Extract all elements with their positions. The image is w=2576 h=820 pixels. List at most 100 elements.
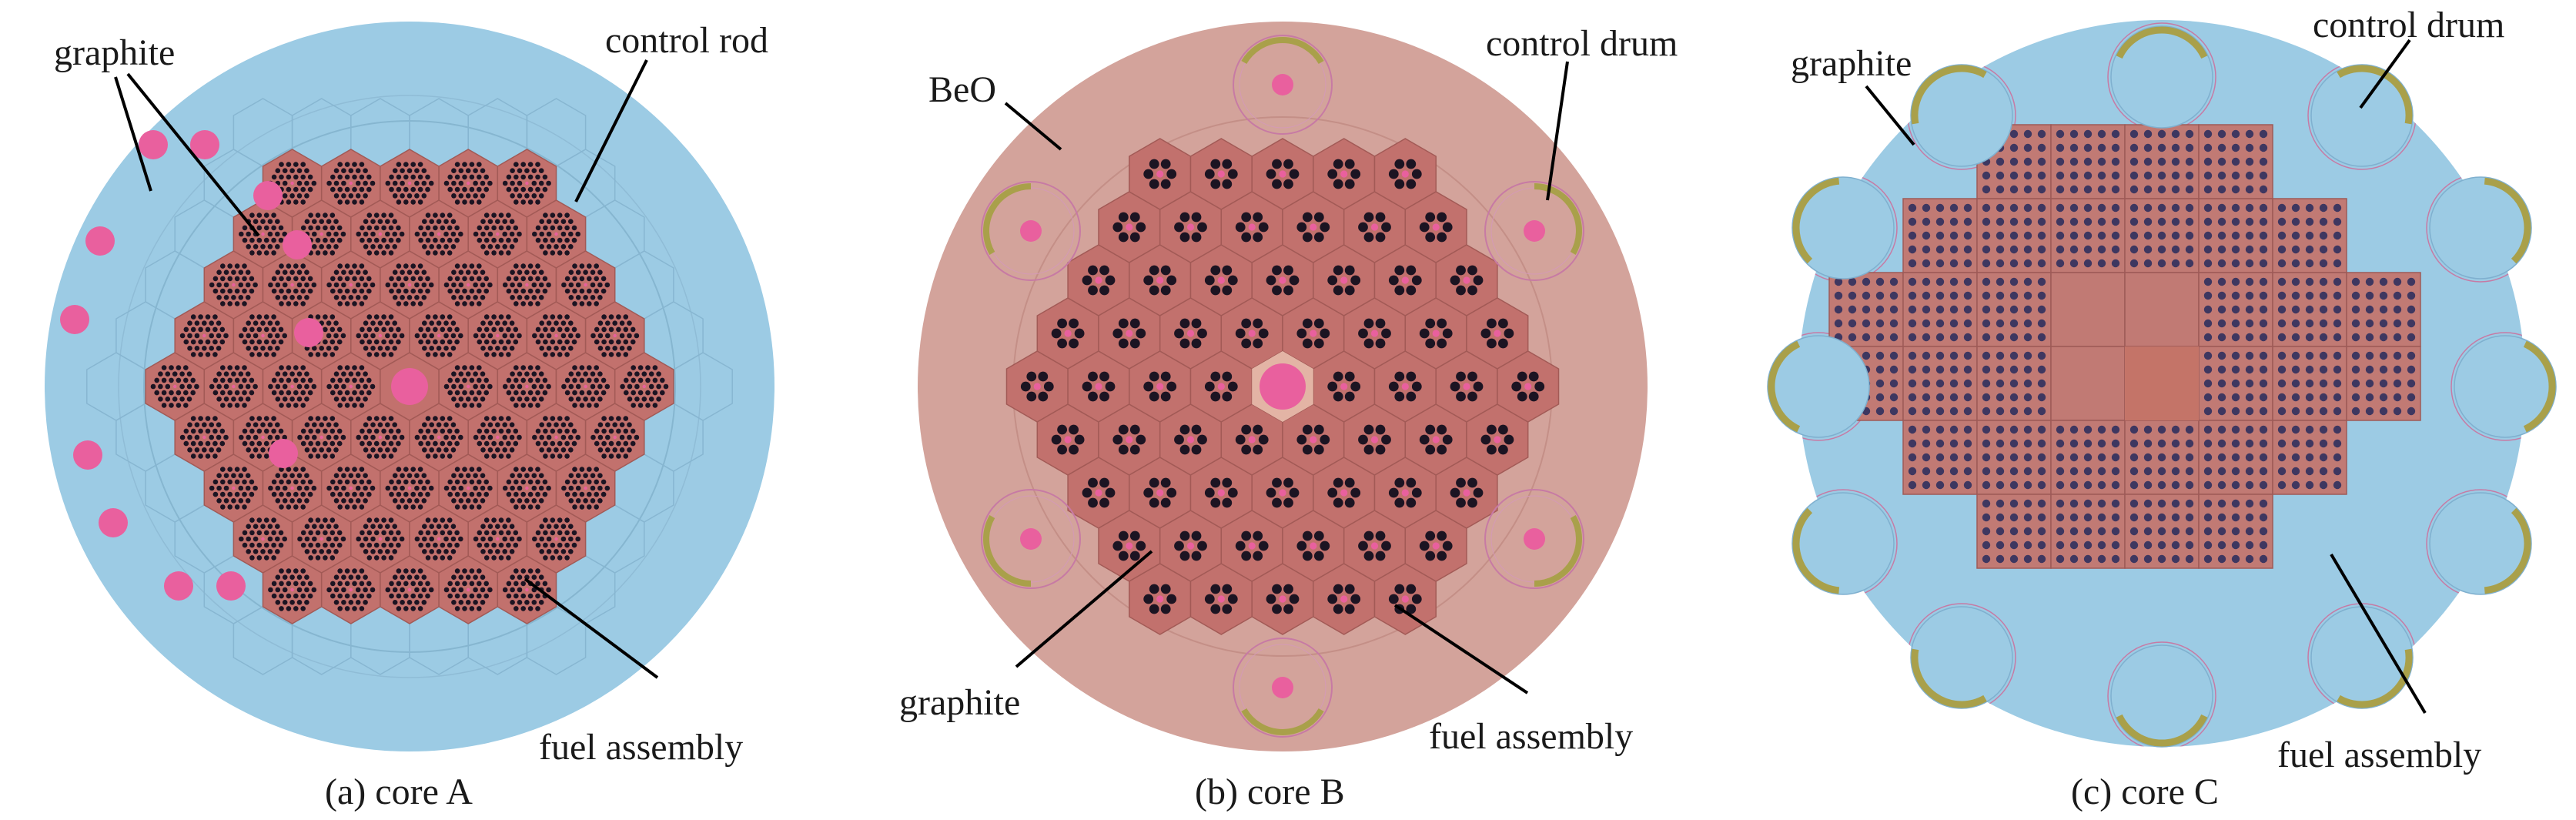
fuel-hole xyxy=(1996,157,2005,166)
fuel-hole xyxy=(2245,129,2254,139)
fuel-hole xyxy=(2291,291,2300,300)
fuel-hole xyxy=(447,517,453,523)
fuel-hole xyxy=(532,231,537,237)
fuel-hole xyxy=(447,593,453,599)
fuel-hole xyxy=(205,326,211,333)
fuel-hole xyxy=(2319,319,2328,328)
fuel-hole xyxy=(539,231,544,237)
fuel-hole xyxy=(2231,499,2240,508)
fuel-hole xyxy=(381,517,386,523)
fuel-hole xyxy=(487,282,493,288)
fuel-hole xyxy=(495,219,500,225)
fuel-hole xyxy=(385,244,390,249)
fuel-hole xyxy=(524,295,530,300)
fuel-hole xyxy=(1406,371,1417,382)
fuel-hole xyxy=(1227,169,1238,179)
fuel-hole xyxy=(2171,171,2180,180)
fuel-hole xyxy=(546,333,552,339)
fuel-hole xyxy=(216,383,222,390)
fuel-hole xyxy=(373,440,380,447)
fuel-hole xyxy=(557,555,563,561)
fuel-hole xyxy=(2083,541,2093,550)
fuel-hole xyxy=(1210,285,1221,296)
fuel-hole xyxy=(202,422,207,427)
fuel-hole xyxy=(307,581,313,587)
fuel-hole xyxy=(323,416,328,421)
fuel-hole xyxy=(454,542,460,548)
fuel-hole xyxy=(571,326,577,333)
fuel-hole xyxy=(1313,530,1324,541)
fuel-hole xyxy=(527,491,534,497)
fuel-hole xyxy=(1143,169,1154,179)
fuel-hole xyxy=(414,498,420,504)
fuel-hole xyxy=(1099,477,1109,488)
fuel-hole xyxy=(1099,265,1109,276)
fuel-hole xyxy=(330,377,336,383)
fuel-hole xyxy=(454,237,460,243)
fuel-hole xyxy=(2143,513,2153,522)
fuel-hole xyxy=(502,383,508,390)
fuel-hole xyxy=(363,447,369,453)
fuel-hole xyxy=(209,383,215,390)
fuel-hole xyxy=(560,333,567,339)
fuel-hole xyxy=(355,600,361,605)
fuel-hole xyxy=(245,371,251,377)
fuel-hole xyxy=(388,225,394,231)
fuel-hole xyxy=(2379,291,2388,300)
fuel-hole xyxy=(473,600,478,605)
fuel-hole xyxy=(256,352,263,357)
fuel-hole xyxy=(2157,453,2166,462)
fuel-hole xyxy=(279,288,284,294)
fuel-hole xyxy=(256,454,263,459)
fuel-hole xyxy=(2305,393,2314,402)
fuel-hole xyxy=(2203,480,2213,490)
fuel-hole xyxy=(612,346,617,351)
fuel-hole xyxy=(535,479,540,485)
fuel-hole xyxy=(1344,159,1355,169)
fuel-hole xyxy=(246,434,252,440)
fuel-hole xyxy=(400,473,405,478)
fuel-hole xyxy=(1149,477,1159,488)
fuel-hole xyxy=(2009,231,2019,240)
fuel-hole xyxy=(1908,259,1917,268)
fuel-hole xyxy=(509,536,515,542)
fuel-hole xyxy=(597,473,603,478)
fuel-hole xyxy=(1996,217,2005,226)
fuel-hole xyxy=(373,314,380,320)
fuel-hole xyxy=(483,428,490,434)
fuel-hole xyxy=(296,485,303,491)
fuel-hole xyxy=(2245,203,2254,213)
fuel-hole xyxy=(1982,425,1991,434)
fuel-hole xyxy=(465,473,471,478)
fuel-hole xyxy=(2217,291,2226,300)
fuel-hole xyxy=(1504,434,1514,445)
fuel-hole xyxy=(535,365,540,370)
fuel-hole xyxy=(1862,333,1871,342)
fuel-hole xyxy=(256,428,263,434)
fuel-hole xyxy=(601,440,607,447)
fuel-hole xyxy=(440,440,446,447)
fuel-hole xyxy=(627,333,632,339)
fuel-hole xyxy=(2333,365,2342,374)
fuel-hole xyxy=(1411,169,1422,179)
fuel-hole xyxy=(205,428,211,434)
fuel-hole xyxy=(418,339,423,345)
fuel-hole xyxy=(477,326,483,333)
fuel-hole xyxy=(1996,231,2005,240)
fuel-hole xyxy=(1982,171,1991,180)
coolant-channel xyxy=(378,537,383,541)
fuel-hole xyxy=(1963,333,1972,342)
fuel-hole xyxy=(520,301,526,306)
fuel-hole xyxy=(554,219,559,225)
fuel-hole xyxy=(1922,319,1931,328)
fuel-hole xyxy=(2231,185,2240,194)
fuel-hole xyxy=(458,434,463,440)
fuel-hole xyxy=(392,193,398,199)
fuel-hole xyxy=(1179,424,1190,435)
fuel-hole xyxy=(366,377,372,383)
fuel-hole xyxy=(440,416,446,421)
fuel-hole xyxy=(282,434,288,440)
fuel-hole xyxy=(219,339,226,345)
fuel-hole xyxy=(337,390,343,396)
fuel-hole xyxy=(2185,259,2194,268)
